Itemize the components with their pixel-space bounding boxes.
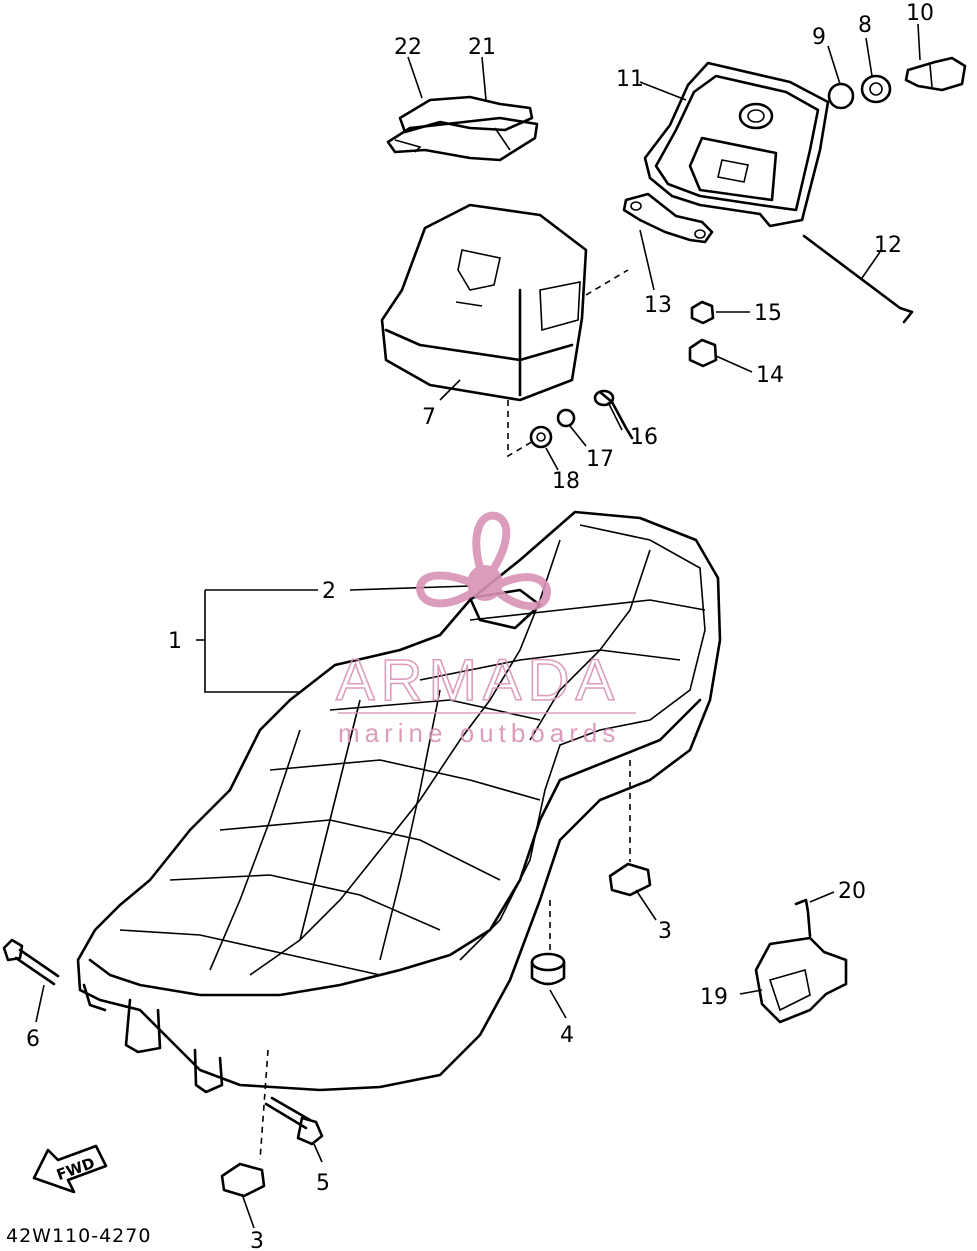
leader-lines bbox=[35, 23, 921, 1229]
part-5-bolt bbox=[264, 1096, 324, 1146]
callout-17: 17 bbox=[586, 447, 614, 472]
callout-11: 11 bbox=[616, 67, 644, 92]
part-7-cover bbox=[380, 203, 588, 402]
callout-12: 12 bbox=[874, 233, 902, 258]
fwd-arrow-icon bbox=[32, 1144, 108, 1194]
callout-20: 20 bbox=[838, 879, 866, 904]
callout-21: 21 bbox=[468, 35, 496, 60]
callout-15: 15 bbox=[754, 301, 782, 326]
part-6-bolt bbox=[2, 938, 60, 986]
callout-1: 1 bbox=[168, 629, 182, 654]
part-21-22-bracket bbox=[386, 95, 539, 162]
part-13-plate bbox=[622, 192, 714, 244]
part-8-9-10-lock bbox=[827, 56, 967, 110]
callout-16: 16 bbox=[630, 425, 658, 450]
part-4-damper bbox=[530, 952, 566, 986]
callout-labels: 1 2 3 3 4 5 6 7 8 9 10 11 12 13 14 15 16… bbox=[26, 1, 934, 1251]
callout-4: 4 bbox=[560, 1023, 574, 1048]
callout-2: 2 bbox=[322, 579, 336, 604]
part-11-tray bbox=[643, 61, 830, 228]
watermark-brand: ARMADA bbox=[336, 648, 620, 713]
callout-19: 19 bbox=[700, 985, 728, 1010]
callout-10: 10 bbox=[906, 1, 934, 26]
propeller-logo-icon bbox=[415, 511, 551, 611]
part-12-rod bbox=[802, 234, 914, 324]
callout-7: 7 bbox=[422, 405, 436, 430]
part-14-15-nuts bbox=[688, 300, 718, 368]
watermark-tagline: marine outboards bbox=[338, 718, 620, 748]
callout-14: 14 bbox=[756, 363, 784, 388]
callout-6: 6 bbox=[26, 1027, 40, 1052]
callout-3-right: 3 bbox=[658, 919, 672, 944]
part-16-17-18-fasteners bbox=[529, 389, 634, 449]
part-1-seat bbox=[76, 510, 722, 1094]
part-3-clips bbox=[220, 862, 652, 1198]
drawing-code: 42W110-4270 bbox=[6, 1225, 151, 1247]
callout-5: 5 bbox=[316, 1171, 330, 1196]
callout-22: 22 bbox=[394, 35, 422, 60]
callout-18: 18 bbox=[552, 469, 580, 494]
callout-13: 13 bbox=[644, 293, 672, 318]
callout-9: 9 bbox=[812, 25, 826, 50]
watermark: ARMADA marine outboards bbox=[335, 511, 636, 748]
callout-3-bottom: 3 bbox=[250, 1229, 264, 1251]
part-19-20-lock bbox=[754, 898, 848, 1024]
callout-8: 8 bbox=[858, 13, 872, 38]
